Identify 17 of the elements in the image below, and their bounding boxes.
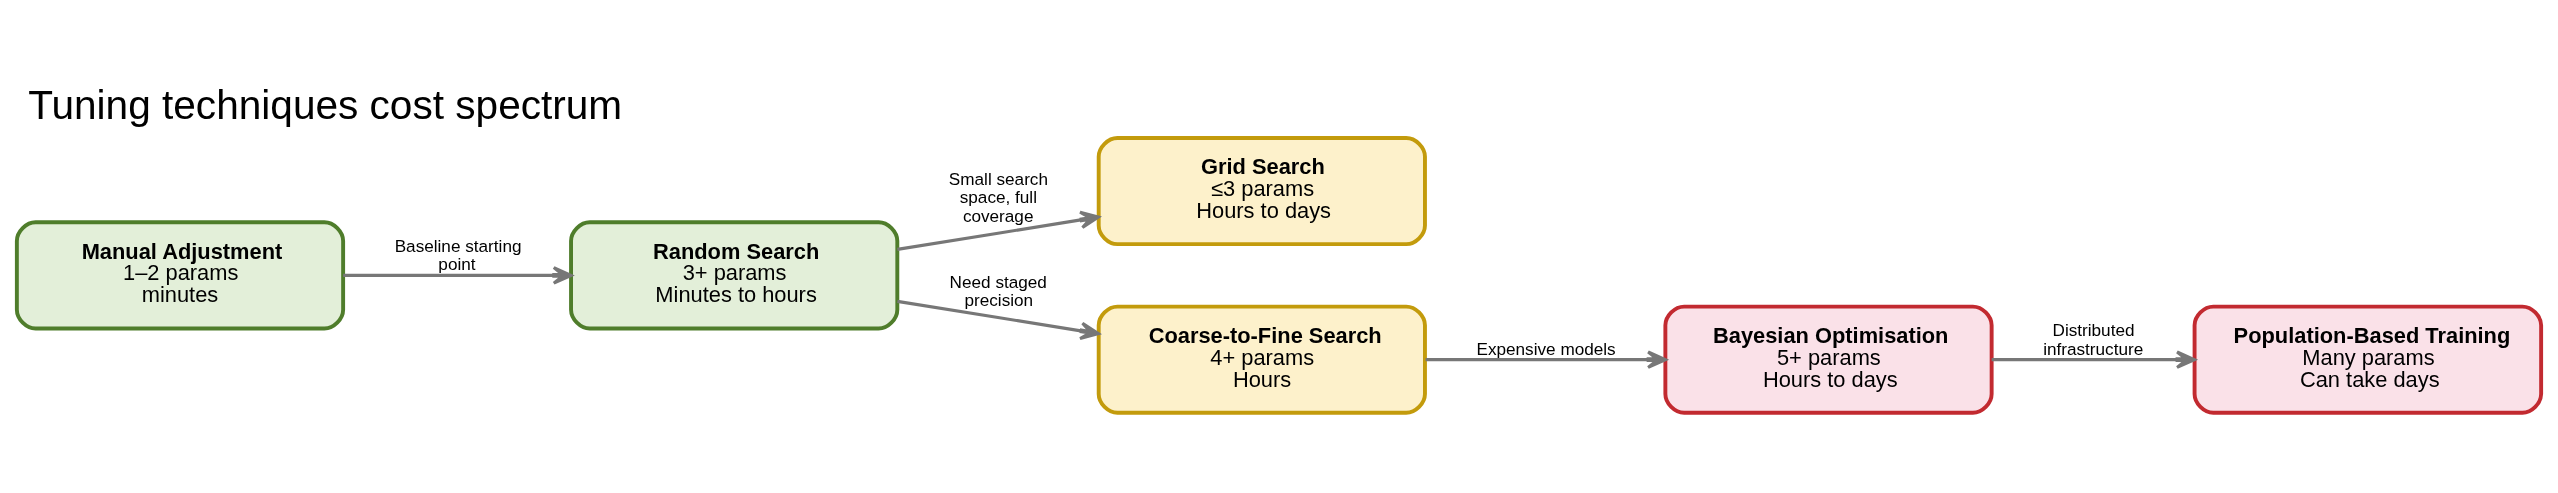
arrow xyxy=(1425,350,1667,369)
node-box: Grid Search ≤3 params Hours to days xyxy=(1096,136,1427,247)
edge-label: Distributed infrastructure xyxy=(2043,319,2144,359)
diagram-title: Tuning techniques cost spectrum xyxy=(28,81,623,128)
node-box: Population-Based Training Many params Can take days xyxy=(2192,304,2544,415)
arrow xyxy=(1991,350,2196,369)
arrow xyxy=(897,299,1100,341)
arrow xyxy=(343,266,573,285)
edge-label: Small search space, full coverage xyxy=(948,168,1048,226)
node-box: Random Search 3+ params Minutes to hours xyxy=(569,220,900,331)
edge-label: Expensive models xyxy=(1476,338,1616,359)
arrow xyxy=(897,210,1100,251)
node-box: Manual Adjustment 1–2 params minutes xyxy=(14,220,346,331)
node-box: Bayesian Optimisation 5+ params Hours to days xyxy=(1663,304,1994,415)
edge-label: Baseline starting point xyxy=(394,235,522,275)
edge-label: Need staged precision xyxy=(949,271,1047,311)
node-box: Coarse-to-Fine Search 4+ params Hours xyxy=(1096,304,1427,415)
